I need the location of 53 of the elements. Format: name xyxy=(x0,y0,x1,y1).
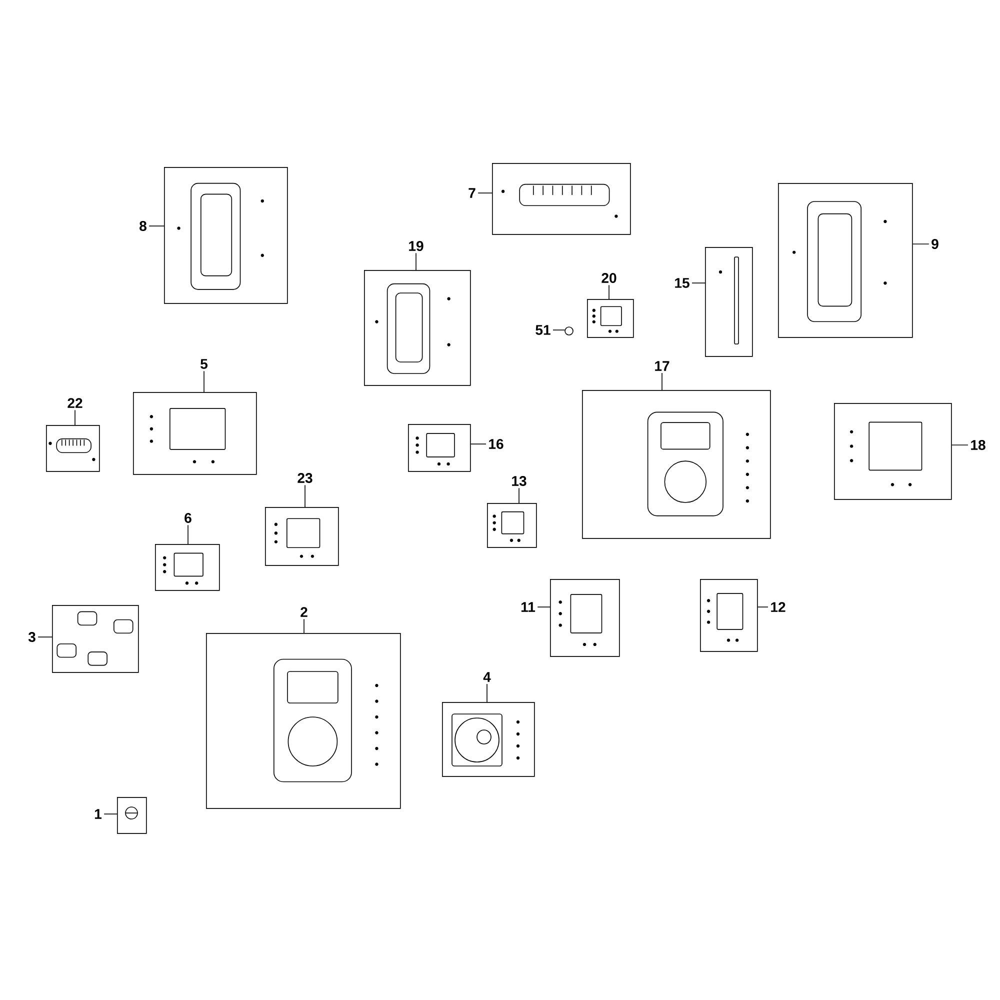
part-panel xyxy=(206,633,401,809)
part-panel xyxy=(778,183,913,338)
callout-number: 9 xyxy=(932,239,938,249)
part-panel xyxy=(46,425,100,472)
leader-line xyxy=(478,192,492,194)
callout-number: 23 xyxy=(298,473,312,483)
leader-line xyxy=(951,444,968,446)
part-panel xyxy=(52,605,139,673)
callout-number: 6 xyxy=(184,513,192,523)
callout-number: 16 xyxy=(489,439,504,449)
leader-line xyxy=(74,410,76,426)
part-panel xyxy=(587,299,634,338)
part-panel xyxy=(117,797,147,834)
part-panel xyxy=(582,390,771,539)
callout-number: 5 xyxy=(200,359,208,369)
part-panel xyxy=(265,507,339,566)
ring-part xyxy=(564,326,574,336)
leader-line xyxy=(757,606,768,608)
part-panel xyxy=(492,163,631,235)
part-panel xyxy=(164,167,288,304)
callout-number: 12 xyxy=(771,602,786,612)
part-panel xyxy=(550,579,620,657)
callout-number: 7 xyxy=(468,188,476,198)
leader-line xyxy=(486,684,488,702)
part-panel xyxy=(133,392,257,475)
part-panel xyxy=(700,579,758,652)
callout-number: 51 xyxy=(536,325,550,335)
callout-number: 11 xyxy=(521,602,536,612)
callout-number: 20 xyxy=(602,273,616,283)
callout-number: 2 xyxy=(300,607,308,617)
leader-line xyxy=(518,488,520,504)
part-panel xyxy=(408,424,471,472)
leader-line xyxy=(608,284,610,300)
leader-line xyxy=(38,636,52,638)
part-panel xyxy=(155,544,220,591)
leader-line xyxy=(692,282,706,284)
part-panel xyxy=(705,247,753,357)
part-panel xyxy=(442,702,535,777)
callout-number: 19 xyxy=(409,241,424,251)
callout-number: 8 xyxy=(140,221,146,231)
callout-number: 15 xyxy=(675,278,690,288)
leader-line xyxy=(304,484,306,508)
callout-number: 22 xyxy=(68,398,82,408)
callout-number: 18 xyxy=(971,440,986,450)
part-panel xyxy=(364,270,471,386)
leader-line xyxy=(537,606,550,608)
callout-number: 1 xyxy=(94,809,102,819)
callout-number: 17 xyxy=(655,361,670,371)
callout-number: 4 xyxy=(483,672,491,682)
part-panel xyxy=(487,503,537,548)
callout-number: 13 xyxy=(512,476,526,486)
part-panel xyxy=(834,403,952,500)
callout-number: 3 xyxy=(28,632,36,642)
